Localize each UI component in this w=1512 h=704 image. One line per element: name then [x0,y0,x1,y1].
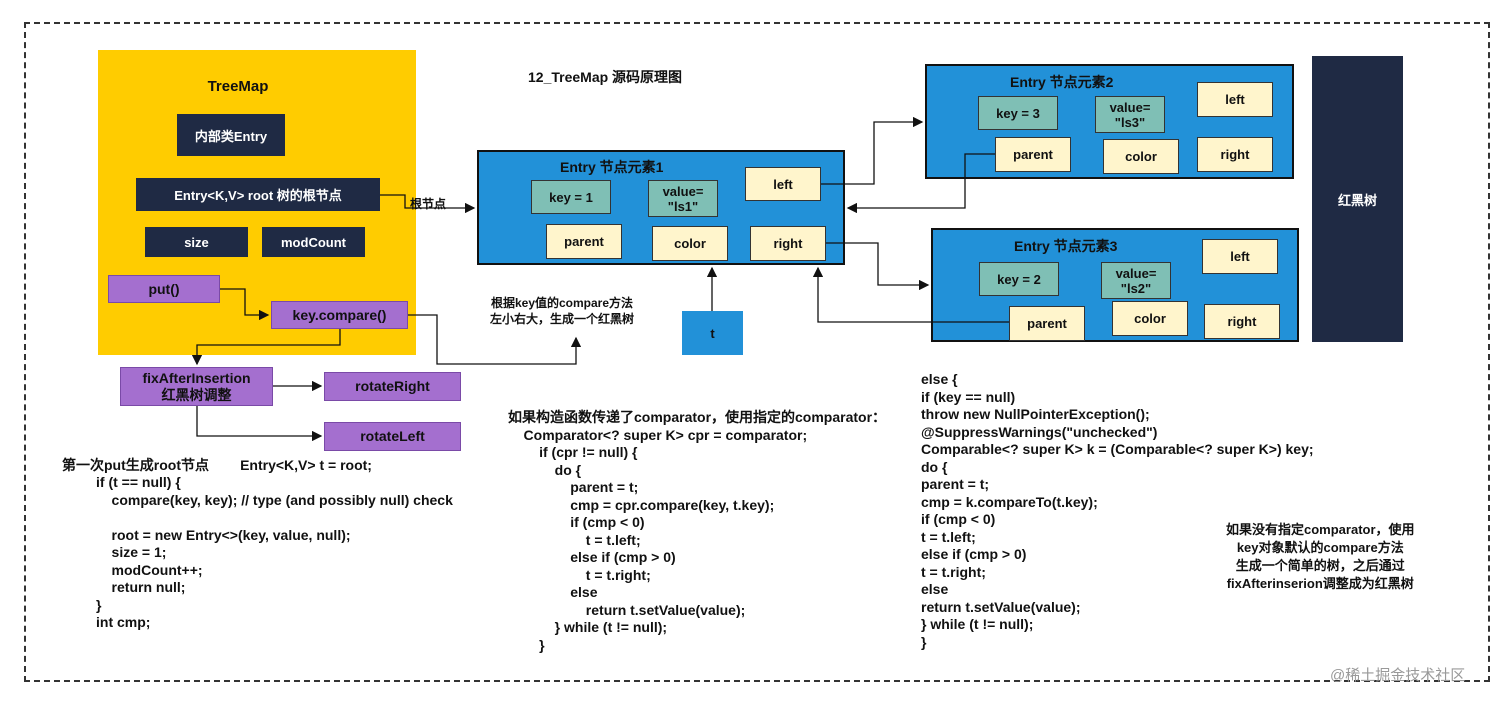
inner-class-entry-box: 内部类Entry [177,114,285,156]
t-pointer-box: t [682,311,743,355]
entry-2-right: right [1197,137,1273,172]
entry-3-color: color [1112,301,1188,336]
root-node-arrow-label: 根节点 [410,197,447,211]
entry-node-1-title: Entry 节点元素1 [560,159,664,175]
fix-after-insertion-box: fixAfterInsertion 红黑树调整 [120,367,273,406]
size-field-box: size [145,227,248,257]
comparator-code: 如果构造函数传递了comparator，使用指定的comparator： Com… [508,409,887,653]
first-put-header: 第一次put生成root节点 Entry<K,V> t = root; [62,457,372,473]
entry-1-color: color [652,226,728,261]
entry-2-key: key = 3 [978,96,1058,130]
put-method-box: put() [108,275,220,303]
treemap-title: TreeMap [207,78,269,95]
first-put-code: if (t == null) { compare(key, key); // t… [96,474,453,630]
entry-3-key: key = 2 [979,262,1059,296]
entry-3-parent: parent [1009,306,1085,341]
entry-2-parent: parent [995,137,1071,172]
diagram-frame [24,22,1490,682]
entry-1-value: value= "ls1" [648,180,718,217]
entry-1-right: right [750,226,826,261]
entry-node-3-title: Entry 节点元素3 [1014,238,1118,254]
entry-node-2-title: Entry 节点元素2 [1010,74,1114,90]
entry-1-key: key = 1 [531,180,611,214]
entry-2-color: color [1103,139,1179,174]
entry-1-left: left [745,167,821,201]
rotate-right-box: rotateRight [324,372,461,401]
watermark: @稀土掘金技术社区 [1330,667,1466,684]
modcount-field-box: modCount [262,227,365,257]
root-field-box: Entry<K,V> root 树的根节点 [136,178,380,211]
entry-2-value: value= "ls3" [1095,96,1165,133]
entry-3-left: left [1202,239,1278,274]
entry-1-parent: parent [546,224,622,259]
entry-3-value: value= "ls2" [1101,262,1171,299]
entry-2-left: left [1197,82,1273,117]
red-black-tree-box: 红黑树 [1312,56,1403,342]
else-branch-code: else { if (key == null) throw new NullPo… [921,371,1314,650]
page-title: 12_TreeMap 源码原理图 [528,69,683,85]
key-compare-box: key.compare() [271,301,408,329]
compare-note: 根据key值的compare方法 左小右大，生成一个红黑树 [490,296,635,326]
entry-3-right: right [1204,304,1280,339]
rotate-left-box: rotateLeft [324,422,461,451]
no-comparator-note: 如果没有指定comparator，使用 key对象默认的compare方法 生成… [1226,522,1415,591]
